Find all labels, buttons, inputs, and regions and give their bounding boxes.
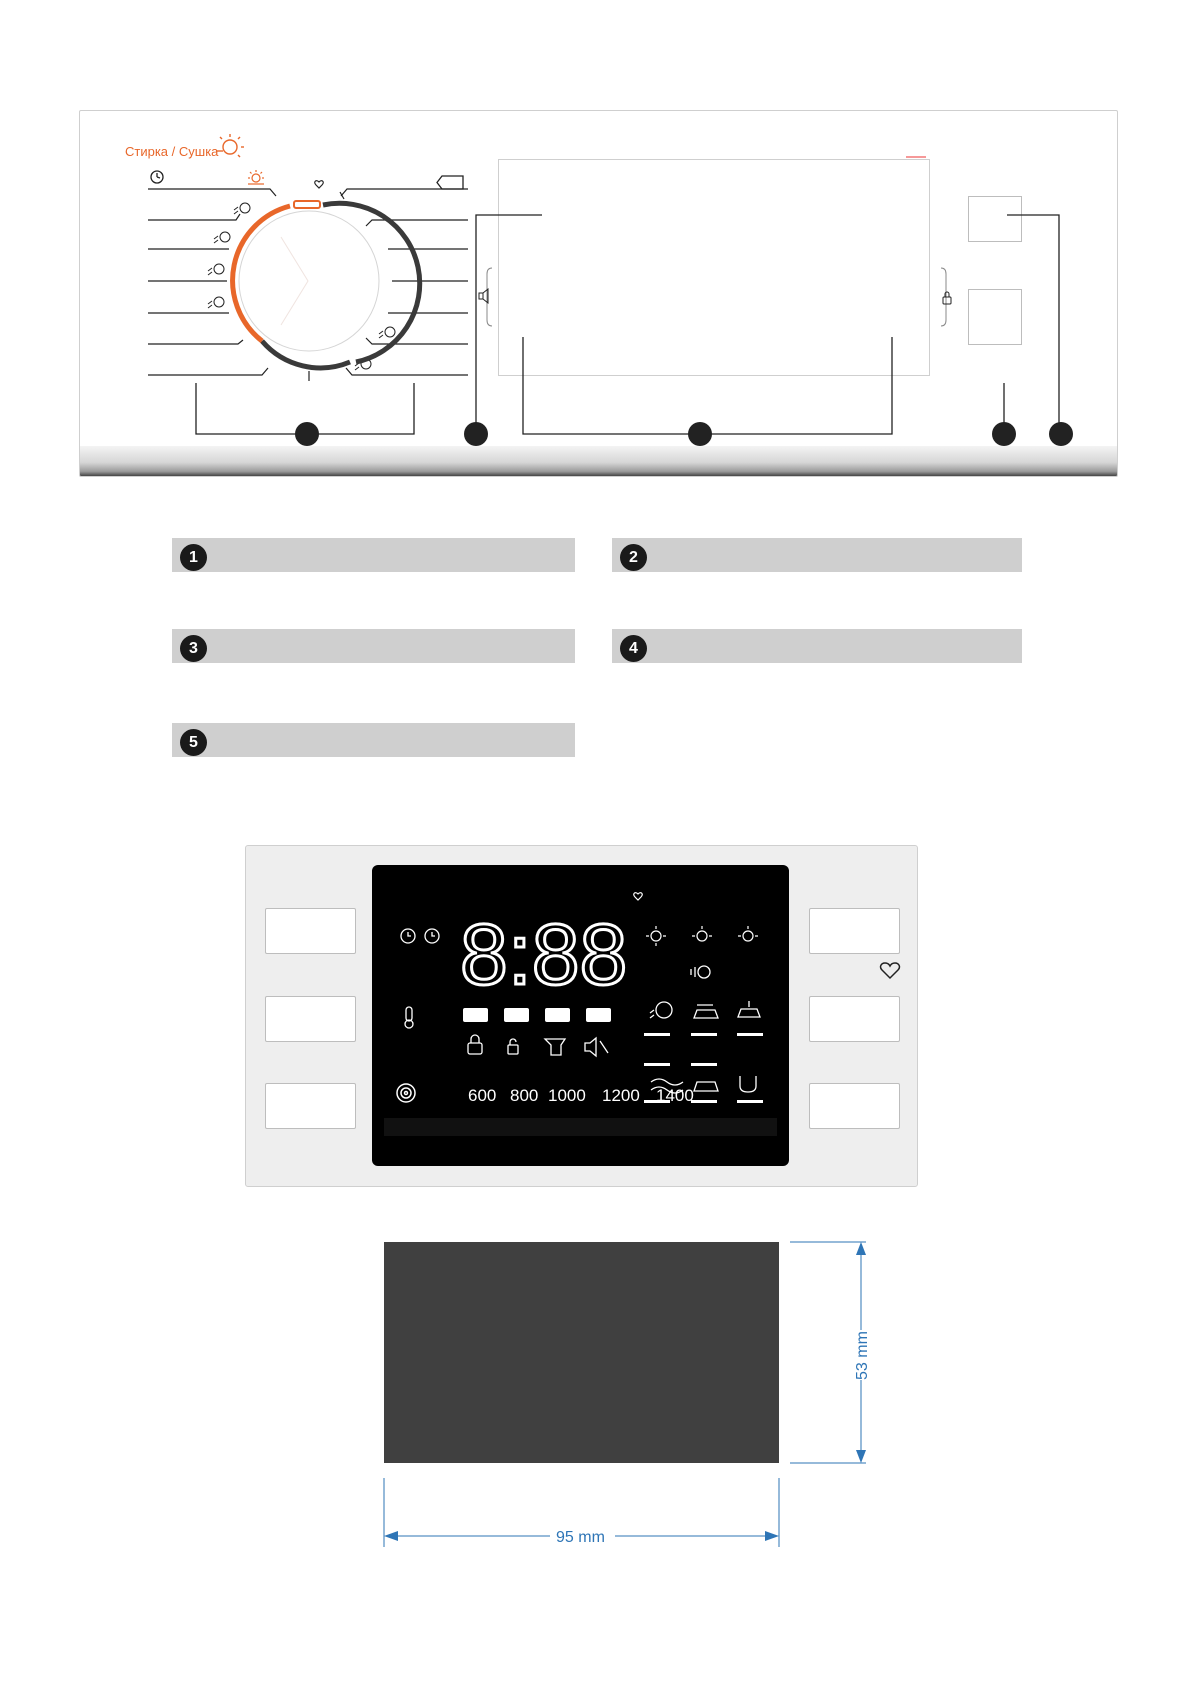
wash-dry-label: Стирка / Сушка <box>125 144 219 159</box>
legend-item-3: 3 <box>172 629 575 663</box>
dial-ring-orange <box>230 203 291 343</box>
spin-speed-1200: 1200 <box>602 1086 640 1105</box>
status-icons <box>467 1034 609 1058</box>
dial-indicator <box>293 200 321 209</box>
lcd-content: 8:88 600 <box>384 892 777 1136</box>
tag-icon <box>436 175 464 190</box>
temperature-icon <box>404 1006 414 1029</box>
callout-dots <box>295 422 1073 446</box>
heart-icon <box>314 180 324 189</box>
dry-sun-icon <box>248 170 264 185</box>
legend-number: 2 <box>620 544 647 571</box>
option-icons <box>649 1001 761 1094</box>
program-icons-left <box>207 202 251 309</box>
legend-number: 3 <box>180 635 207 662</box>
spin-speed-1400: 1400 <box>656 1086 694 1105</box>
legend-item-1: 1 <box>172 538 575 572</box>
option-underlines <box>644 1033 763 1103</box>
legend-number: 4 <box>620 635 647 662</box>
spin-speed-800: 800 <box>510 1086 538 1105</box>
delay-icons <box>400 928 440 944</box>
right-button-middle[interactable] <box>809 996 900 1042</box>
left-button-top[interactable] <box>265 908 356 954</box>
panel-diagram <box>148 134 1073 446</box>
dial-ring-dark-right <box>322 200 423 365</box>
legend-item-4: 4 <box>612 629 1022 663</box>
display-dimension-block <box>384 1242 779 1463</box>
child-lock-icon <box>942 291 952 305</box>
wash-temp-icons <box>463 1008 611 1022</box>
left-button-middle[interactable] <box>265 996 356 1042</box>
sun-icon <box>216 134 244 158</box>
callout-dot-1 <box>295 422 319 446</box>
callout-dot-3 <box>688 422 712 446</box>
height-dimension: 53 mm <box>854 1331 871 1380</box>
dimension-annotations: 53 mm 95 mm <box>383 1241 871 1547</box>
callout-dot-2 <box>464 422 488 446</box>
program-lines-right <box>340 188 468 376</box>
spin-speed-1000: 1000 <box>548 1086 586 1105</box>
right-button-top[interactable] <box>809 908 900 954</box>
width-dimension: 95 mm <box>556 1529 605 1546</box>
steam-icon <box>690 965 711 979</box>
start-pause-button[interactable] <box>968 289 1022 345</box>
dry-level-icons <box>646 926 758 946</box>
speaker-icon <box>478 287 489 305</box>
right-button-bottom[interactable] <box>809 1083 900 1129</box>
callout-dot-4 <box>992 422 1016 446</box>
legend-item-5: 5 <box>172 723 575 757</box>
favorite-heart-icon <box>879 962 901 980</box>
time-display: 8:88 <box>460 907 627 1003</box>
dial-ring-dark-bottom <box>260 339 351 371</box>
spin-speed-600: 600 <box>468 1086 496 1105</box>
display-window <box>498 159 930 376</box>
legend-number: 5 <box>180 729 207 756</box>
panel-bottom-bar <box>80 446 1117 476</box>
legend-item-2: 2 <box>612 538 1022 572</box>
lcd-heart-icon <box>633 892 643 901</box>
program-dial[interactable] <box>230 200 423 371</box>
legend-number: 1 <box>180 544 207 571</box>
power-button[interactable] <box>968 196 1022 242</box>
program-lines-left <box>148 188 277 376</box>
left-button-bottom[interactable] <box>265 1083 356 1129</box>
alarm-clock-icon <box>150 170 164 184</box>
callout-dot-5 <box>1049 422 1073 446</box>
spin-icon <box>396 1083 416 1103</box>
lcd-screen <box>372 865 789 1166</box>
